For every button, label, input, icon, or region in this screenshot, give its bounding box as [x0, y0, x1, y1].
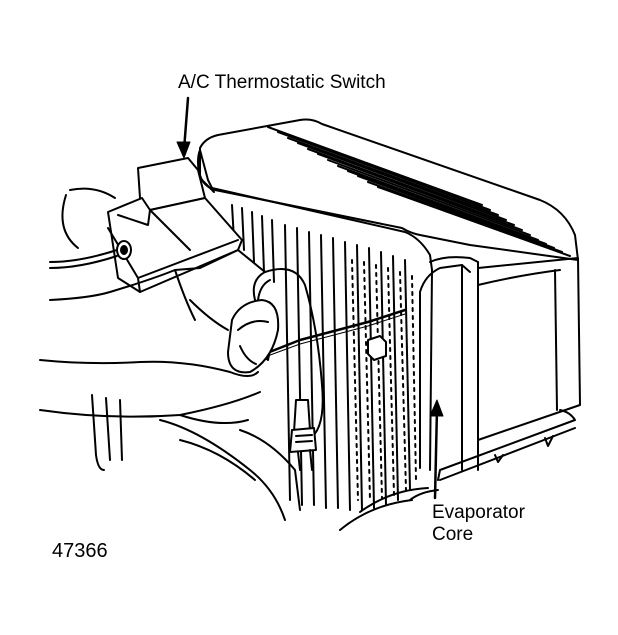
sleeve — [91, 394, 301, 521]
housing-side — [437, 257, 581, 481]
evaporator-leader-arrow — [429, 399, 444, 500]
thermostatic-switch-box — [49, 157, 243, 293]
hand — [39, 187, 280, 424]
figure-number: 47366 — [52, 540, 108, 562]
evaporator-label-line2: Core — [432, 524, 474, 545]
housing-top — [199, 118, 579, 261]
sensor-clip — [367, 335, 387, 361]
housing-front-frame — [197, 149, 479, 471]
switch-label: A/C Thermostatic Switch — [178, 72, 386, 93]
evaporator-core-label: Evaporator Core — [432, 502, 525, 546]
switch-leader-arrow — [176, 96, 191, 159]
core-fins — [231, 204, 417, 511]
evaporator-label-line1: Evaporator — [432, 502, 525, 523]
fitting — [289, 399, 317, 471]
base-lines — [339, 487, 439, 531]
